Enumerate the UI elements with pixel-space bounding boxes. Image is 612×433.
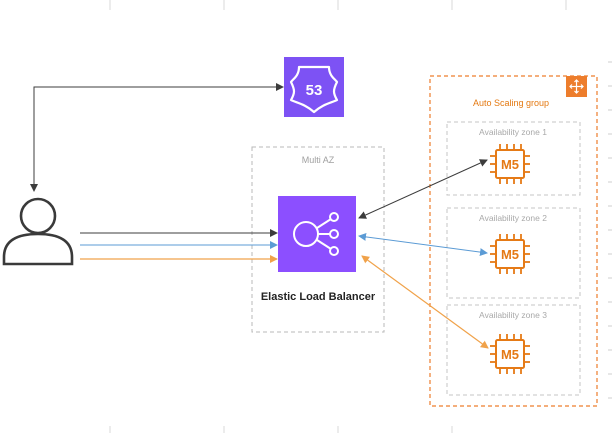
ec2-instance-1-label: M5 — [501, 157, 519, 172]
user-icon — [2, 197, 74, 266]
ec2-instance-2-label: M5 — [501, 247, 519, 262]
multi-az-label: Multi AZ — [302, 155, 335, 165]
availability-zone-1-box — [446, 121, 581, 196]
arrow-elb-instance-3 — [361, 255, 489, 349]
auto-scaling-group-label: Auto Scaling group — [473, 98, 549, 108]
elb-label: Elastic Load Balancer — [261, 291, 376, 303]
arrow-route53-to-user — [30, 83, 284, 192]
availability-zone-3-box — [446, 304, 581, 396]
route53-label: 53 — [306, 82, 323, 99]
availability-zone-2-label: Availability zone 2 — [479, 213, 547, 223]
availability-zone-3-label: Availability zone 3 — [479, 310, 547, 320]
arrow-elb-instance-1 — [358, 159, 488, 219]
ec2-m5-instance-icon-3: M5 — [490, 334, 530, 374]
arrow-elb-instance-2 — [358, 232, 488, 257]
availability-zone-1-label: Availability zone 1 — [479, 127, 547, 137]
elb-icon — [278, 196, 356, 272]
auto-scaling-icon — [566, 76, 587, 97]
ec2-m5-instance-icon-1: M5 — [490, 144, 530, 184]
frame-ticks — [109, 0, 567, 433]
right-edge-ticks — [608, 61, 612, 399]
ec2-instance-3-label: M5 — [501, 347, 519, 362]
ec2-m5-instance-icon-2: M5 — [490, 234, 530, 274]
route53-icon: 53 — [284, 57, 344, 117]
